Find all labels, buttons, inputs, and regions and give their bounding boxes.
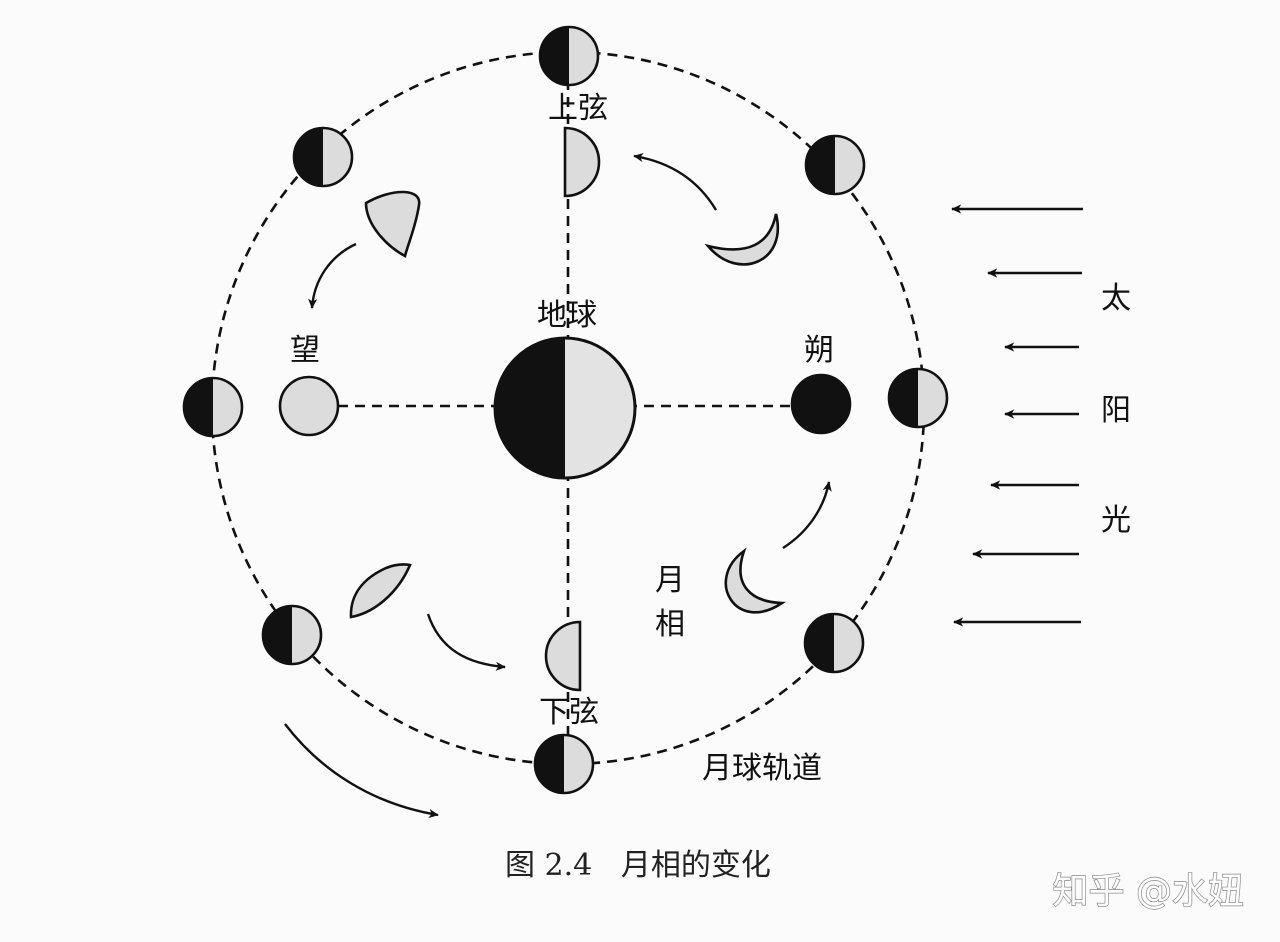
motion-arrow-last-quarter [426,613,506,671]
orbit-moon-top-left [292,126,354,188]
waning-crescent-phase [724,547,787,614]
last-quarter-label: 下弦 [539,695,599,730]
orbit-moon-bottom-right [803,612,865,674]
motion-arrow-new [782,481,832,550]
waning-gibbous-phase [349,563,412,619]
new-moon-phase [790,373,852,435]
earth [493,336,637,480]
orbit-direction-arrow [284,723,439,819]
full-moon-phase [278,375,340,437]
sunlight-label-1: 太 [1101,281,1131,316]
moon-phase-label-2: 相 [655,607,685,642]
orbit-moon-bottom [533,733,595,795]
sunlight-label-2: 阳 [1101,393,1131,428]
earth-label: 地球 [537,298,597,333]
orbit-moon-bottom-left [261,604,323,666]
last-quarter-phase [544,620,582,692]
figure-caption: 图 2.4 月相的变化 [505,848,771,883]
orbit-moon-right [887,367,949,429]
sunlight-label-3: 光 [1101,503,1131,538]
first-quarter-phase [563,126,601,198]
new-moon-label: 朔 [804,333,834,368]
waxing-crescent-phase [704,213,780,266]
motion-arrow-first-quarter [633,152,718,211]
orbit-moon-top-right [804,134,866,196]
watermark-text: 知乎 @水妞 [1053,871,1244,912]
waxing-gibbous-phase [364,190,421,258]
first-quarter-label: 上弦 [548,91,608,126]
orbit-moon-top [538,25,600,87]
orbit-moon-left [182,376,244,438]
lunar-orbit-label: 月球轨道 [702,751,822,786]
moon-phase-label-1: 月 [655,563,685,598]
motion-arrow-full [308,242,357,309]
full-moon-label: 望 [290,333,320,368]
